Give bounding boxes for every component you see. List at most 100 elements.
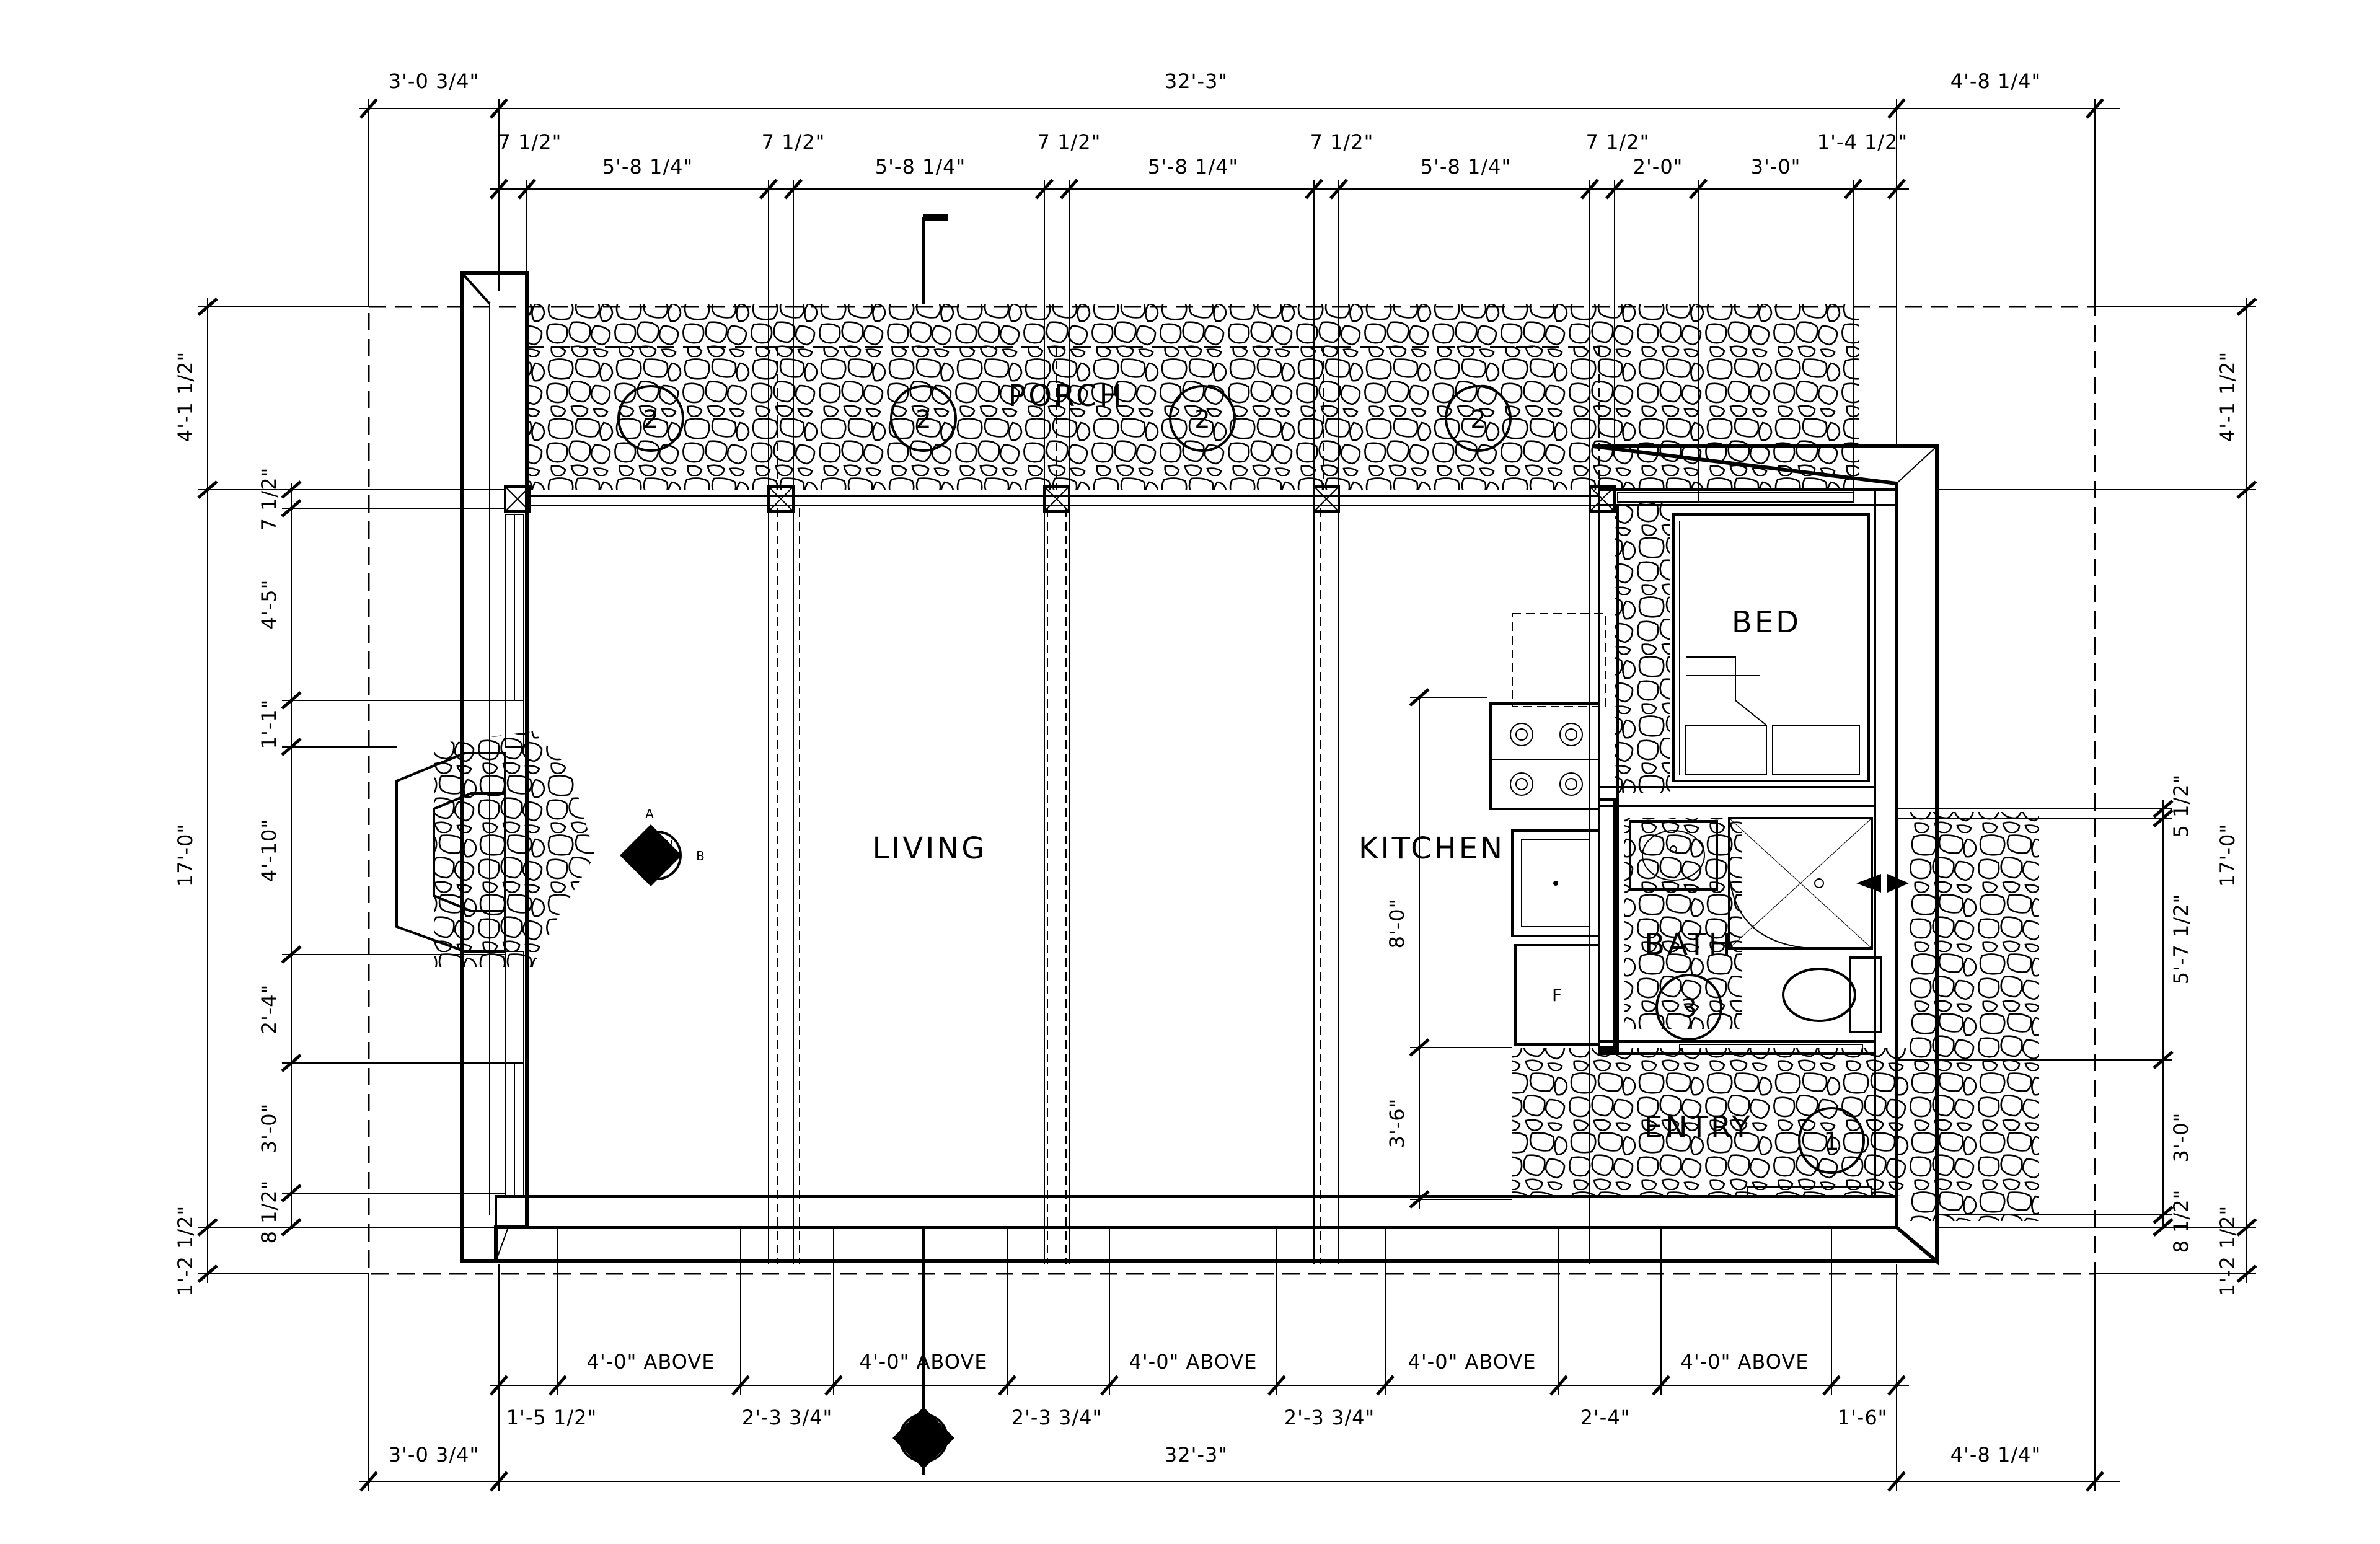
dim-right-d2: 5'-7 1/2" <box>2169 894 2193 984</box>
refrigerator: F <box>1514 944 1600 1046</box>
porch-pavers <box>527 304 1859 490</box>
dim-bottom-gap-2: 2'-3 3/4" <box>742 1406 832 1429</box>
dim-left-d1: 7 1/2" <box>257 467 281 531</box>
view-marker-sheet: A-10 <box>643 857 671 872</box>
detail-tag-porch-1: 2 <box>617 385 684 452</box>
dim-bottom-gap-4: 2'-3 3/4" <box>1284 1406 1375 1429</box>
section-marker-sheet: A-7 <box>913 1440 933 1455</box>
room-label-kitchen: KITCHEN <box>1359 831 1505 866</box>
dim-right-overall: 17'-0" <box>2216 824 2239 887</box>
detail-tag-text: 1 <box>1823 1127 1839 1156</box>
detail-tag-bath: 3 <box>1655 974 1722 1041</box>
porch-post <box>767 485 795 513</box>
dim-bottom-above-1: 4'-0" ABOVE <box>587 1350 715 1374</box>
dim-bottom-gap-6: 1'-6" <box>1838 1406 1888 1429</box>
detail-tag-text: 2 <box>1194 405 1210 434</box>
dim-bottom-above-3: 4'-0" ABOVE <box>1129 1350 1258 1374</box>
dim-left-d3: 1'-1" <box>257 699 281 749</box>
front-porch-wall-line <box>527 495 1599 506</box>
bath-floor-pavers <box>1624 818 1742 1029</box>
view-marker-label: VIEW <box>641 837 673 852</box>
refrigerator-label: F <box>1552 985 1562 1005</box>
dim-bottom-gap-3: 2'-3 3/4" <box>1011 1406 1102 1429</box>
room-label-bath: BATH <box>1644 927 1733 962</box>
side-patio-pavers <box>1909 812 2039 1221</box>
dim-top-seg-b: 3'-0" <box>1751 155 1801 179</box>
view-marker-side: B <box>696 849 705 863</box>
dim-top-post-3: 7 1/2" <box>1038 130 1101 154</box>
view-marker-top: A <box>645 806 654 821</box>
dim-right-porch: 4'-1 1/2" <box>2216 351 2239 442</box>
room-label-living: LIVING <box>873 831 987 866</box>
porch-post <box>504 485 531 513</box>
dim-top-seg-c: 1'-4 1/2" <box>1817 130 1908 154</box>
section-marker: A A-7 <box>892 1227 954 1475</box>
dim-top-post-2: 7 1/2" <box>762 130 826 154</box>
dimension-text-top: 3'-0 3/4" 32'-3" 4'-8 1/4" 7 1/2" 7 1/2"… <box>389 69 2041 179</box>
left-windows <box>505 514 524 1197</box>
detail-tag-text: 2 <box>1470 405 1486 434</box>
detail-tag-entry: 1 <box>1798 1107 1865 1174</box>
dim-top-overall: 32'-3" <box>1165 69 1228 93</box>
dim-bottom-overall: 32'-3" <box>1165 1443 1228 1467</box>
porch-post <box>1313 485 1340 513</box>
dim-top-right-ext: 4'-8 1/4" <box>1950 69 2041 93</box>
room-label-entry: ENTRY <box>1644 1110 1752 1145</box>
detail-tag-text: 2 <box>915 405 931 434</box>
dimension-text-right: 4'-1 1/2" 17'-0" 1'-2 1/2" 5 1/2" 5'-7 1… <box>2169 351 2239 1296</box>
bath-door <box>1679 1044 1863 1054</box>
dim-kitchen-upper: 8'-0" <box>1385 899 1409 949</box>
bed-window <box>1617 492 1854 503</box>
detail-tag-porch-4: 2 <box>1445 385 1512 452</box>
detail-tag-text: 3 <box>1681 994 1696 1023</box>
dimension-text-interior: 8'-0" 3'-6" <box>1385 899 1409 1149</box>
dim-right-bottom: 1'-2 1/2" <box>2216 1206 2239 1296</box>
room-label-bed: BED <box>1732 605 1801 640</box>
dim-left-d6: 3'-0" <box>257 1103 281 1154</box>
porch-post <box>1043 485 1070 513</box>
dim-left-bottom: 1'-2 1/2" <box>174 1206 197 1296</box>
dimension-lines <box>197 98 2257 1492</box>
dim-bottom-gap-1: 1'-5 1/2" <box>506 1406 597 1429</box>
porch-beam-line <box>527 346 1600 490</box>
dim-left-overall: 17'-0" <box>174 824 197 887</box>
dim-top-post-1: 7 1/2" <box>498 130 562 154</box>
shower-door-arrows <box>1856 874 1909 893</box>
detail-tag-text: 2 <box>643 405 658 434</box>
toilet <box>1782 956 1882 1033</box>
section-marker-letter: A <box>919 1421 928 1436</box>
dim-bottom-left-ext: 3'-0 3/4" <box>389 1443 479 1467</box>
dim-top-bay-2: 5'-8 1/4" <box>875 155 966 179</box>
ceiling-beam-lines <box>777 508 1339 1264</box>
dim-right-d1: 5 1/2" <box>2169 774 2193 838</box>
dim-top-post-5: 7 1/2" <box>1586 130 1650 154</box>
dim-left-d7: 8 1/2" <box>257 1180 281 1244</box>
room-label-porch: PORCH <box>1008 379 1124 413</box>
fireplace-hearth-pavers <box>434 731 595 967</box>
dim-left-porch: 4'-1 1/2" <box>174 351 197 442</box>
dim-bottom-above-5: 4'-0" ABOVE <box>1681 1350 1809 1374</box>
dim-left-d2: 4'-5" <box>257 580 281 630</box>
porch-posts <box>504 485 1616 513</box>
dim-top-left-ext: 3'-0 3/4" <box>389 69 479 93</box>
dim-bottom-above-2: 4'-0" ABOVE <box>860 1350 988 1374</box>
dim-left-d4: 4'-10" <box>257 819 281 882</box>
dim-left-d5: 2'-4" <box>257 984 281 1034</box>
dim-top-seg-a: 2'-0" <box>1633 155 1683 179</box>
detail-tag-porch-2: 2 <box>890 385 957 452</box>
bedroom-door-swing <box>1512 613 1606 707</box>
dim-kitchen-lower: 3'-6" <box>1385 1098 1409 1149</box>
detail-tag-porch-3: 2 <box>1169 385 1236 452</box>
roof-overhang-outline <box>368 306 2096 1275</box>
room-labels: PORCH LIVING KITCHEN BED BATH ENTRY <box>873 379 1801 1145</box>
shower <box>1728 817 1873 950</box>
dim-right-d4: 8 1/2" <box>2169 1189 2193 1253</box>
dim-top-bay-3: 5'-8 1/4" <box>1148 155 1238 179</box>
fireplace <box>395 752 506 953</box>
dim-top-bay-1: 5'-8 1/4" <box>602 155 693 179</box>
entry-door <box>1747 1186 1872 1197</box>
bed <box>1672 513 1870 782</box>
detail-tags: 2 2 2 2 3 1 <box>617 385 1865 1174</box>
kitchen-sink <box>1511 829 1600 937</box>
